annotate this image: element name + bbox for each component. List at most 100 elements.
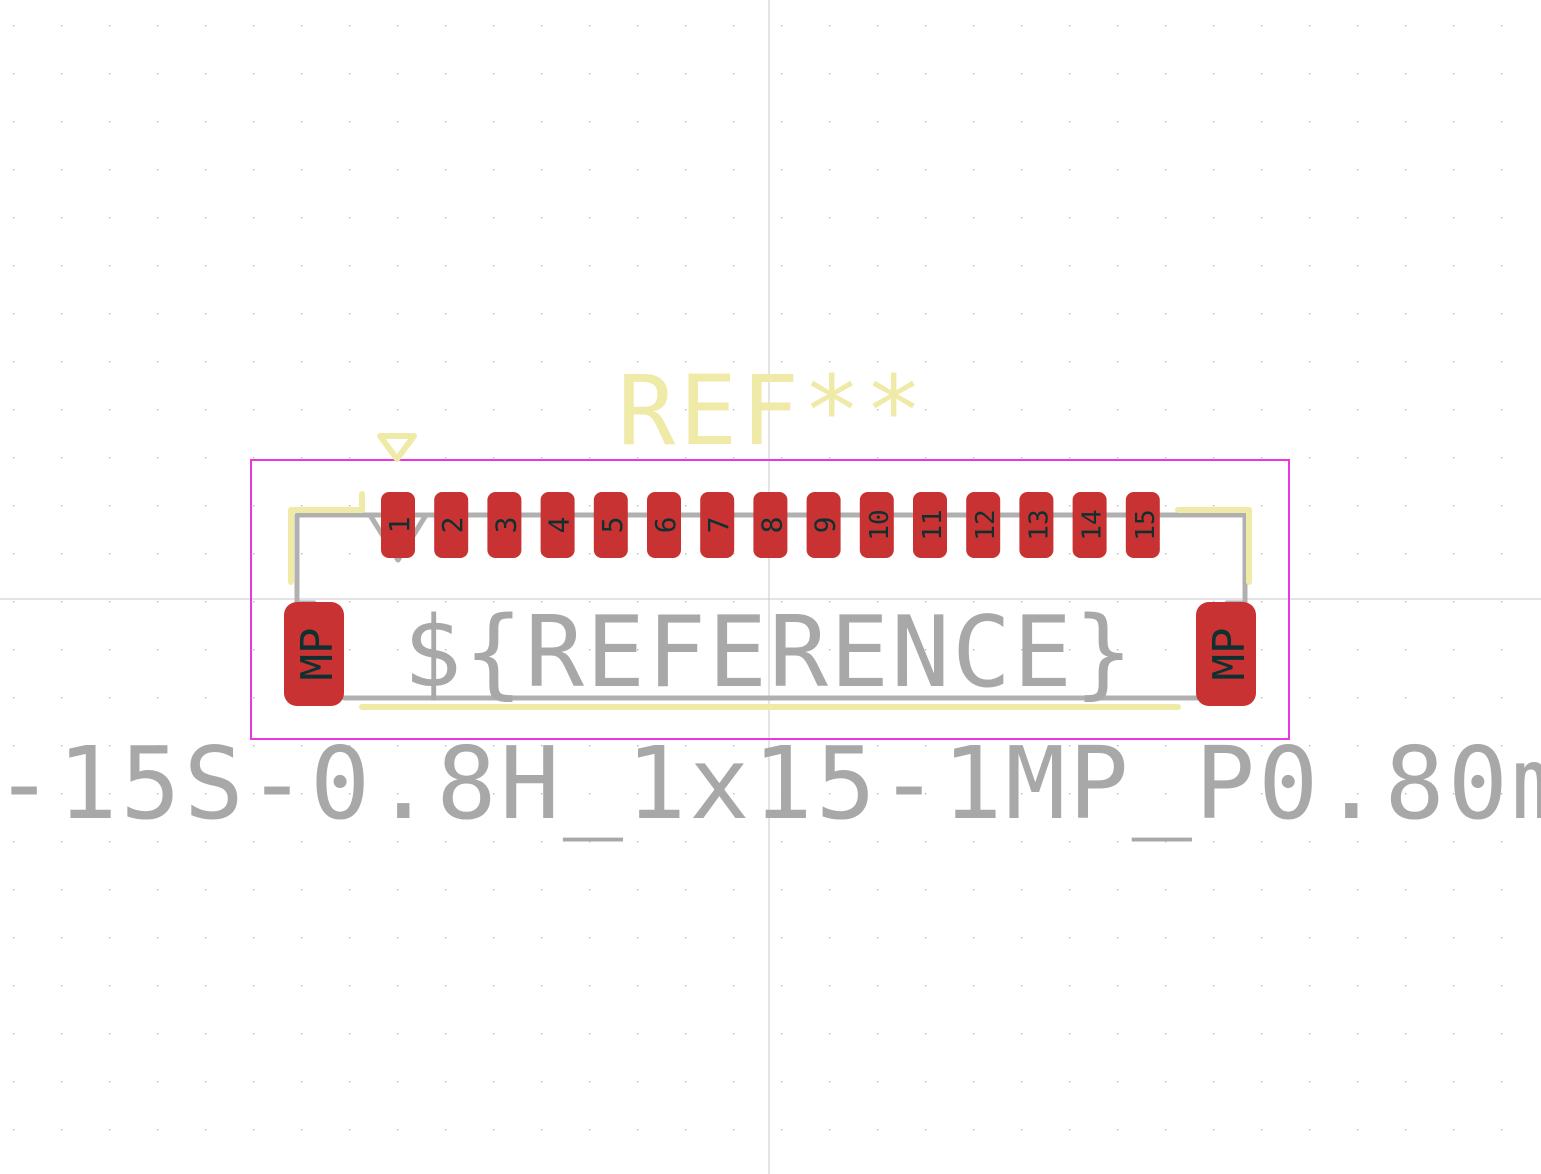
grid-dot — [397, 361, 399, 363]
grid-dot — [61, 985, 63, 987]
pad-12[interactable]: 12 — [966, 492, 1001, 558]
grid-dot — [1165, 601, 1167, 603]
grid-dot — [1117, 649, 1119, 651]
grid-dot — [1501, 985, 1503, 987]
grid-dot — [541, 265, 543, 267]
grid-dot — [13, 697, 15, 699]
grid-dot — [1357, 217, 1359, 219]
grid-dot — [205, 169, 207, 171]
grid-dot — [877, 985, 879, 987]
grid-dot — [397, 745, 399, 747]
pad-4[interactable]: 4 — [540, 492, 576, 558]
grid-dot — [349, 409, 351, 411]
pad-13[interactable]: 13 — [1019, 492, 1054, 558]
grid-dot — [157, 985, 159, 987]
grid-dot — [877, 649, 879, 651]
pad-14[interactable]: 14 — [1072, 492, 1108, 558]
grid-dot — [733, 841, 735, 843]
grid-dot — [1069, 73, 1071, 75]
grid-dot — [1069, 649, 1071, 651]
grid-dot — [781, 793, 783, 795]
silk-right-corner — [1175, 507, 1252, 585]
pad-5[interactable]: 5 — [593, 492, 629, 558]
grid-dot — [1453, 553, 1455, 555]
grid-dot — [1165, 841, 1167, 843]
pad-1[interactable]: 1 — [381, 492, 416, 558]
grid-dot — [1309, 217, 1311, 219]
pad-6[interactable]: 6 — [647, 492, 682, 558]
grid-dot — [733, 313, 735, 315]
grid-dot — [1309, 169, 1311, 171]
grid-dot — [589, 889, 591, 891]
grid-dot — [1213, 601, 1215, 603]
grid-dot — [1501, 25, 1503, 27]
grid-dot — [1405, 361, 1407, 363]
footprint-value[interactable]: -15S-0.8H_1x15-1MP_P0.80m — [0, 725, 1541, 842]
grid-dot — [973, 1081, 975, 1083]
grid-dot — [877, 601, 879, 603]
grid-dot — [1213, 169, 1215, 171]
grid-dot — [397, 121, 399, 123]
grid-dot — [1405, 985, 1407, 987]
pad-2[interactable]: 2 — [434, 492, 469, 558]
pad-number: 1 — [383, 517, 416, 534]
grid-dot — [253, 697, 255, 699]
reference-designator[interactable]: REF** — [618, 355, 927, 467]
grid-dot — [253, 505, 255, 507]
grid-dot — [13, 793, 15, 795]
grid-dot — [1261, 1129, 1263, 1131]
grid-dot — [973, 985, 975, 987]
grid-dot — [1309, 265, 1311, 267]
mounting-pad-left[interactable]: MP — [284, 602, 344, 706]
grid-dot — [1405, 1033, 1407, 1035]
grid-dot — [541, 217, 543, 219]
pad-15[interactable]: 15 — [1125, 492, 1161, 558]
mounting-pad-left-label: MP — [292, 628, 343, 681]
grid-dot — [685, 793, 687, 795]
grid-dot — [1405, 697, 1407, 699]
reference-placeholder[interactable]: ${REFERENCE} — [403, 596, 1135, 710]
grid-dot — [445, 313, 447, 315]
grid-dot — [733, 73, 735, 75]
grid-dot — [205, 409, 207, 411]
grid-dot — [445, 217, 447, 219]
pad-3[interactable]: 3 — [487, 492, 522, 558]
grid-dot — [685, 1033, 687, 1035]
pad-9[interactable]: 9 — [806, 492, 842, 558]
grid-dot — [1405, 745, 1407, 747]
grid-dot — [1021, 889, 1023, 891]
grid-dot — [1021, 1081, 1023, 1083]
grid-dot — [829, 1129, 831, 1131]
pad-8[interactable]: 8 — [753, 492, 788, 558]
silkscreen-layer[interactable] — [288, 433, 1252, 710]
grid-dot — [1213, 121, 1215, 123]
grid-dot — [685, 889, 687, 891]
grid-dot — [1309, 985, 1311, 987]
grid-dot — [109, 601, 111, 603]
grid-dot — [1357, 697, 1359, 699]
grid-dot — [1309, 697, 1311, 699]
grid-dot — [1069, 265, 1071, 267]
grid-dot — [61, 601, 63, 603]
grid-dot — [1405, 169, 1407, 171]
courtyard-outline[interactable] — [250, 459, 1290, 740]
pad-11[interactable]: 11 — [913, 492, 948, 558]
grid-dot — [205, 121, 207, 123]
pad-10[interactable]: 10 — [859, 492, 895, 558]
grid-dot — [445, 1129, 447, 1131]
mounting-pad-right[interactable]: MP — [1196, 602, 1256, 706]
grid-dot — [1501, 1033, 1503, 1035]
grid-dot — [877, 121, 879, 123]
grid-dot — [13, 409, 15, 411]
grid-dot — [1501, 409, 1503, 411]
grid-dot — [877, 841, 879, 843]
grid-dot — [493, 217, 495, 219]
grid-dot — [1453, 409, 1455, 411]
grid-dot — [1021, 73, 1023, 75]
pad-7[interactable]: 7 — [700, 492, 735, 558]
grid-dot — [685, 937, 687, 939]
grid-dot — [1309, 889, 1311, 891]
grid-dot — [1357, 313, 1359, 315]
